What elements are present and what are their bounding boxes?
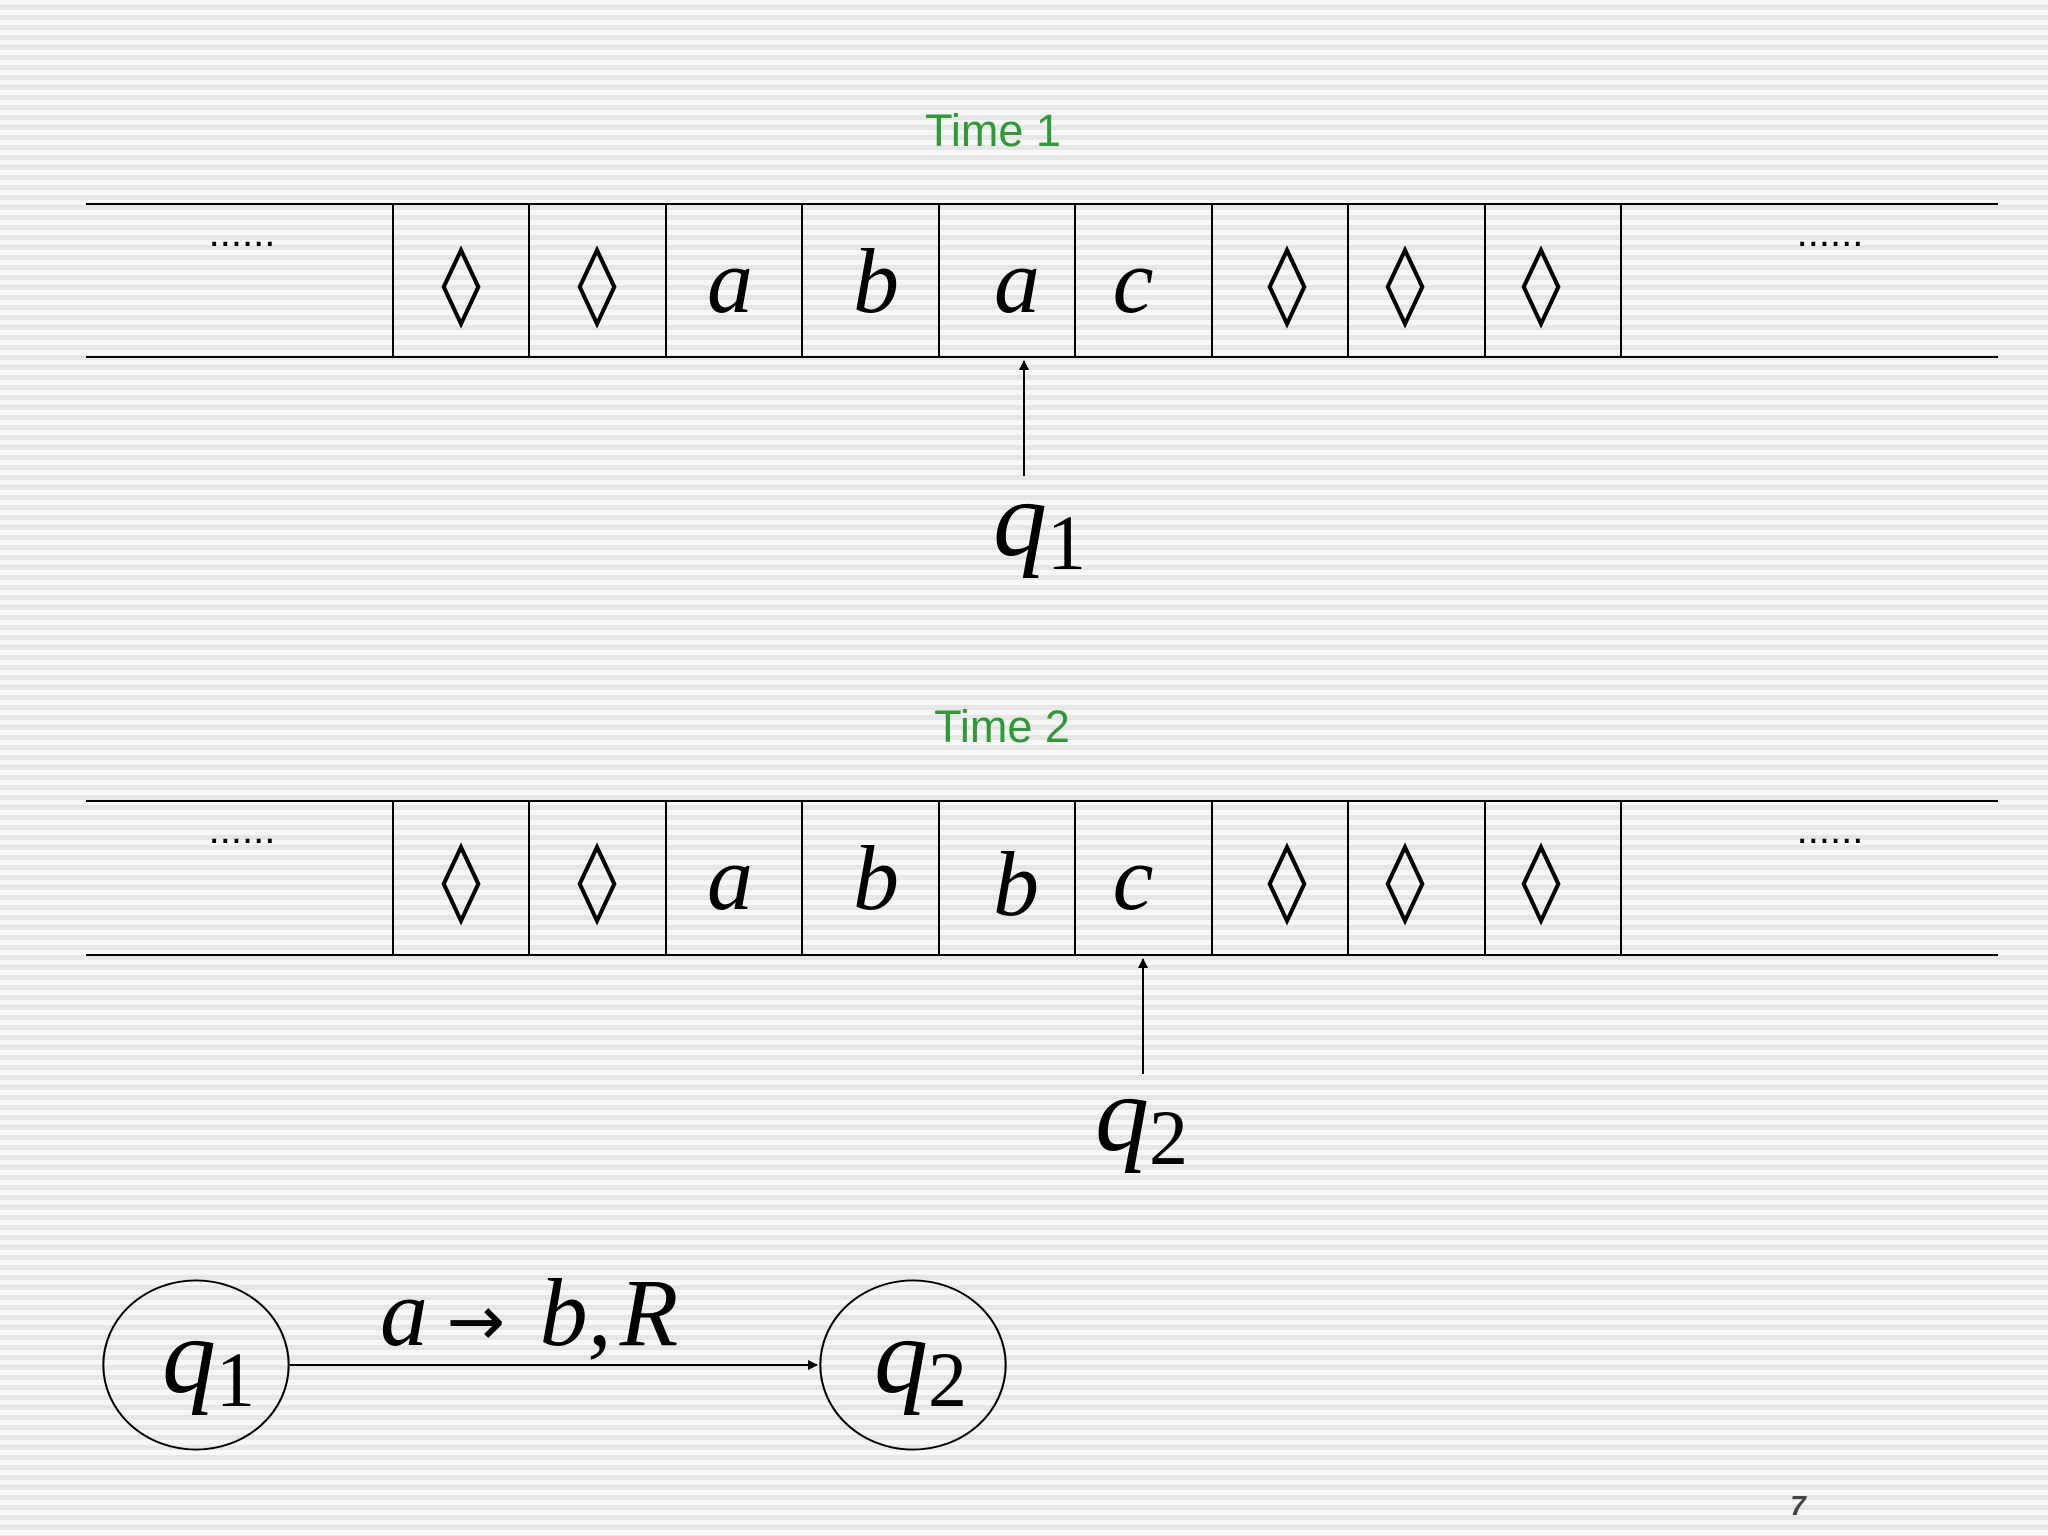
page-number: 7 — [1790, 1490, 1807, 1521]
state-node-q1-label: q1 — [162, 1297, 255, 1423]
tape-2-cell: a — [707, 827, 753, 929]
tape-time-1: Time 1 ...... ...... ◊ ◊ a b a c ◊ ◊ ◊ q… — [86, 105, 1998, 586]
tape-1-cell: b — [853, 230, 899, 332]
tape-2-cell: ◊ — [1267, 833, 1307, 926]
tape-1-cell: a — [994, 230, 1040, 332]
state-transition: q1 q2 a → b,R — [102, 1259, 1007, 1451]
tape-1-cell: ◊ — [1521, 236, 1561, 329]
tape-1-left-ellipsis: ...... — [209, 211, 276, 255]
head-2-state: q2 — [1095, 1055, 1188, 1181]
tape-2-cell: ◊ — [1385, 833, 1425, 926]
tape-1-cell: c — [1113, 230, 1154, 332]
tape-1-cell: ◊ — [1385, 236, 1425, 329]
tape-2-left-ellipsis: ...... — [209, 808, 276, 852]
state-node-q2-label: q2 — [874, 1297, 967, 1423]
tape-2-cell: ◊ — [441, 833, 481, 926]
tape-2-cell: c — [1113, 827, 1154, 929]
tape-2-cell: ◊ — [1521, 833, 1561, 926]
tape-1-cell: ◊ — [577, 236, 617, 329]
tape-2-cell: ◊ — [577, 833, 617, 926]
time-2-label: Time 2 — [934, 701, 1070, 752]
tape-2-cell: b — [993, 833, 1039, 935]
tape-1-right-ellipsis: ...... — [1797, 211, 1864, 255]
tape-1-cell: ◊ — [441, 236, 481, 329]
tape-1-cell: ◊ — [1267, 236, 1307, 329]
state-node-q2 — [819, 1279, 1007, 1451]
head-1-state: q1 — [993, 460, 1086, 586]
tape-1-cell: a — [707, 230, 753, 332]
tape-time-2: Time 2 ...... ...... ◊ ◊ a b b c ◊ ◊ ◊ q… — [86, 701, 1998, 1181]
tape-2-cell: b — [853, 827, 899, 929]
tape-2-right-ellipsis: ...... — [1797, 808, 1864, 852]
state-node-q1 — [102, 1279, 290, 1451]
time-1-label: Time 1 — [925, 105, 1061, 156]
transition-label: a → b,R — [380, 1259, 678, 1366]
